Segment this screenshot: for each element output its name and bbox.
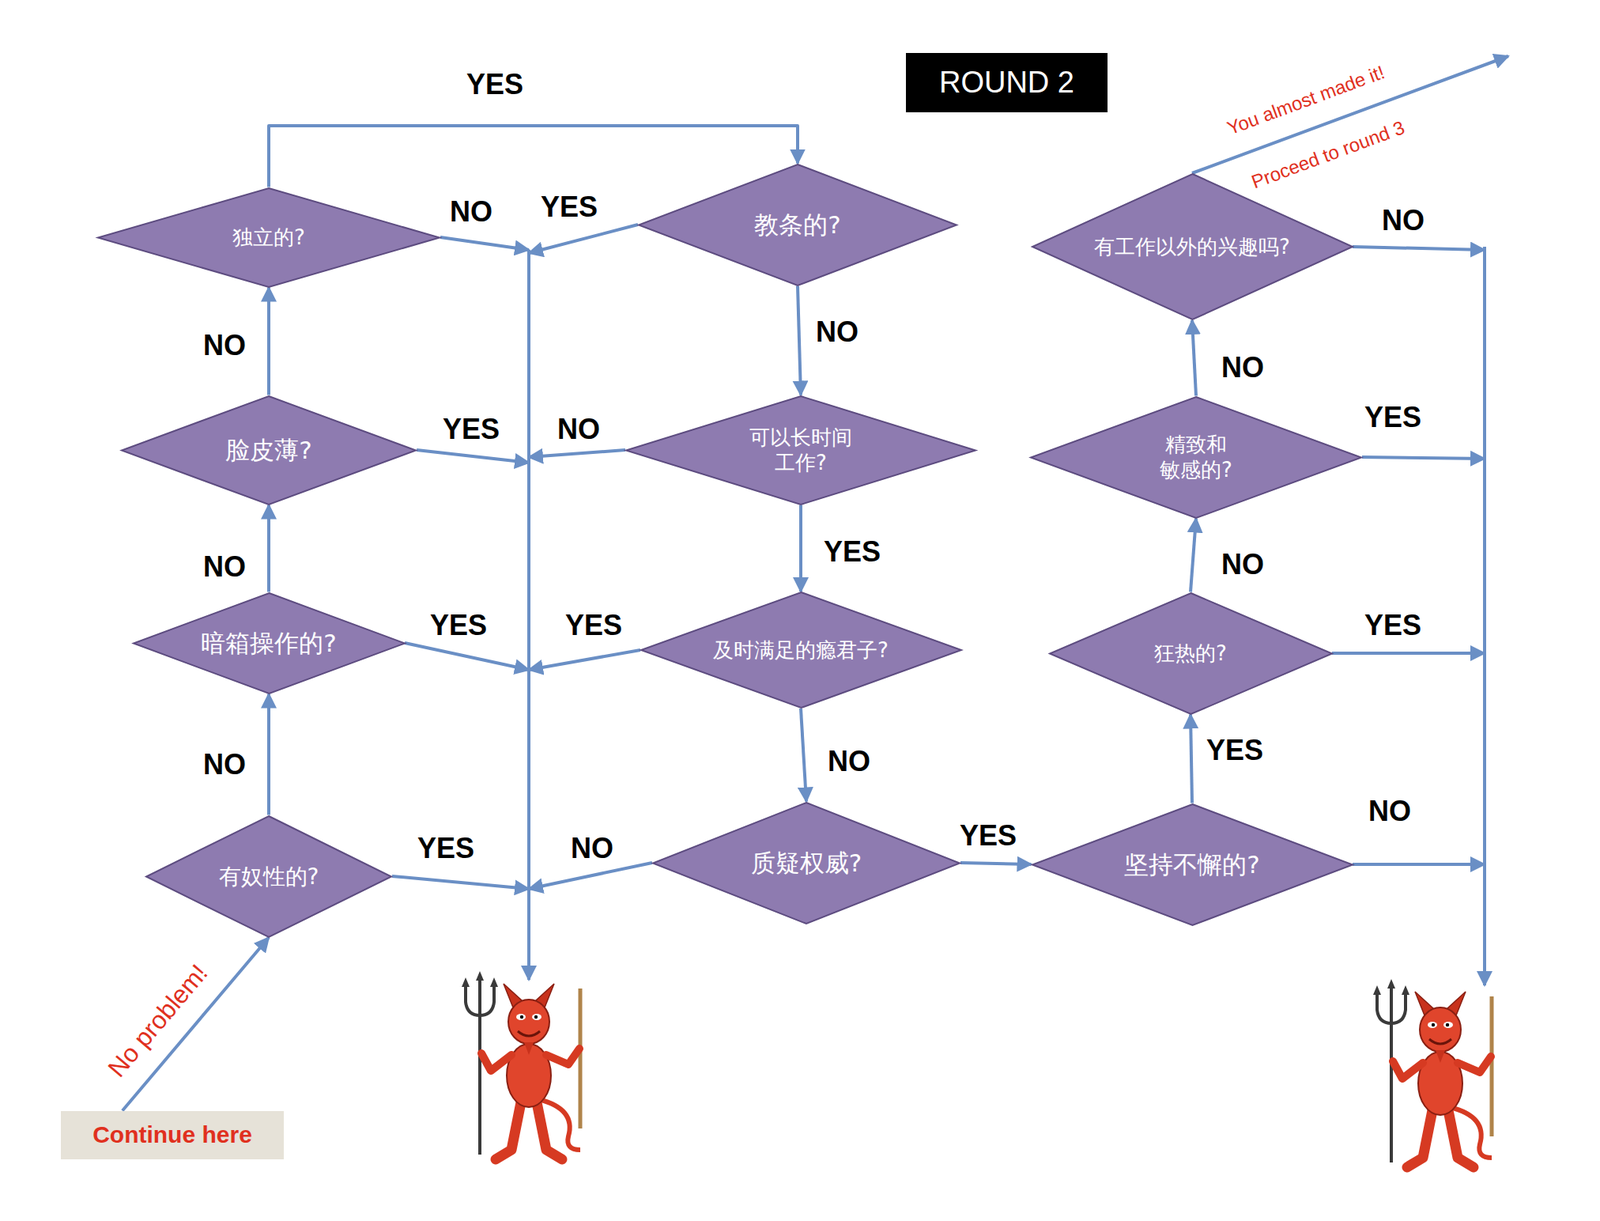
devil-illustration <box>1373 978 1492 1167</box>
decision-diamond: 及时满足的瘾君子? <box>640 591 963 709</box>
question-text: 及时满足的瘾君子? <box>713 637 889 664</box>
decision-diamond: 狂热的? <box>1049 592 1333 715</box>
title-box: ROUND 2 <box>905 52 1108 113</box>
branch-line <box>528 449 626 457</box>
devil-illustration <box>461 970 581 1159</box>
edge-label: NO <box>203 329 246 362</box>
branch-lines <box>392 56 1509 985</box>
diamond-shape <box>146 815 392 937</box>
start-box: Continue here <box>60 1110 284 1159</box>
diamond-shape <box>638 164 957 286</box>
question-text: 教条的? <box>754 209 841 241</box>
decision-diamond: 质疑权威? <box>652 801 961 925</box>
question-text: 狂热的? <box>1154 640 1227 667</box>
branch-label: YES <box>417 832 475 865</box>
edge-label: NO <box>1221 548 1265 581</box>
branch-label: Proceed to round 3 <box>1249 116 1408 193</box>
branch-label: YES <box>565 609 623 642</box>
decision-diamond: 暗箱操作的? <box>132 592 406 695</box>
branch-line <box>528 649 641 670</box>
flow-arrow <box>800 708 807 802</box>
diamond-shape <box>652 802 960 924</box>
decision-diamond: 坚持不懈的? <box>1031 803 1354 926</box>
question-text: 独立的? <box>232 224 306 251</box>
branch-line <box>1352 862 1485 866</box>
decision-diamond: 教条的? <box>637 163 958 287</box>
edge-label: NO <box>203 550 246 583</box>
branch-line <box>392 875 529 889</box>
branch-label: NO <box>570 832 614 865</box>
bus-line <box>1483 246 1487 985</box>
edge-label: NO <box>815 316 859 348</box>
decision-diamond: 脸皮薄? <box>120 395 417 506</box>
decision-diamond: 独立的? <box>97 187 441 288</box>
question-text: 可以长时间 工作? <box>744 424 858 476</box>
branch-line <box>528 862 653 889</box>
bus-line <box>527 249 531 980</box>
flow-arrow <box>797 286 801 396</box>
branch-line <box>1352 246 1485 250</box>
flow-arrow <box>267 505 271 593</box>
diamond-shape <box>1049 592 1333 714</box>
question-text: 有奴性的? <box>218 862 320 891</box>
branch-label: YES <box>1364 401 1422 434</box>
branch-label: You almost made it! <box>1224 61 1388 140</box>
diamond-shape <box>1030 396 1362 518</box>
diamond-outline <box>625 395 977 506</box>
decision-diamond: 有奴性的? <box>145 815 393 938</box>
edge-label: NO <box>1221 351 1265 384</box>
decision-diamond: 精致和 敏感的? <box>1030 396 1363 519</box>
diamond-shape <box>626 396 976 505</box>
edge-label: NO <box>827 745 871 778</box>
decision-diamond: 有工作以外的兴趣吗? <box>1031 173 1354 321</box>
branch-label: NO <box>449 196 493 228</box>
flow-arrow <box>267 694 271 816</box>
question-text: 精致和 敏感的? <box>1155 431 1236 484</box>
branch-line <box>404 642 529 670</box>
edge-label: NO <box>203 748 246 781</box>
question-text: 暗箱操作的? <box>200 627 336 659</box>
flow-arrow <box>268 125 798 188</box>
diamond-outline <box>1030 396 1363 519</box>
question-text: 坚持不懈的? <box>1124 849 1260 880</box>
flow-arrow <box>1190 518 1197 593</box>
branch-label: NO <box>557 413 600 446</box>
diamond-shape <box>1032 173 1353 320</box>
start-label: Continue here <box>92 1119 253 1150</box>
branch-line <box>440 237 529 250</box>
branch-label: YES <box>1364 609 1422 642</box>
diamond-shape <box>641 592 962 708</box>
diamond-shape <box>133 592 405 694</box>
diamond-shape <box>98 188 440 287</box>
flow-arrow <box>1192 320 1197 397</box>
branch-line <box>416 449 529 463</box>
title-text: ROUND 2 <box>939 65 1075 100</box>
edge-label: YES <box>823 535 881 568</box>
branch-label: YES <box>442 413 500 446</box>
question-text: 有工作以外的兴趣吗? <box>1094 233 1291 261</box>
diamond-shape <box>1032 803 1353 925</box>
edge-label: YES <box>1206 734 1264 767</box>
flow-arrow <box>1190 714 1193 804</box>
branch-line <box>528 224 638 253</box>
decision-diamond: 可以长时间 工作? <box>625 395 977 506</box>
question-text: 质疑权威? <box>750 847 862 879</box>
flow-arrow <box>799 505 803 593</box>
branch-label: NO <box>1381 204 1425 237</box>
edge-label: YES <box>466 68 524 101</box>
branch-line <box>1332 651 1485 655</box>
question-text: 脸皮薄? <box>225 434 312 466</box>
branch-label: YES <box>430 609 487 642</box>
branch-label: NO <box>1368 795 1412 827</box>
flow-arrow <box>960 862 1032 865</box>
branch-line <box>1362 456 1485 459</box>
branch-label: YES <box>540 191 598 223</box>
flow-arrow <box>267 287 271 396</box>
diamond-shape <box>121 396 416 505</box>
edge-label: YES <box>959 819 1017 852</box>
